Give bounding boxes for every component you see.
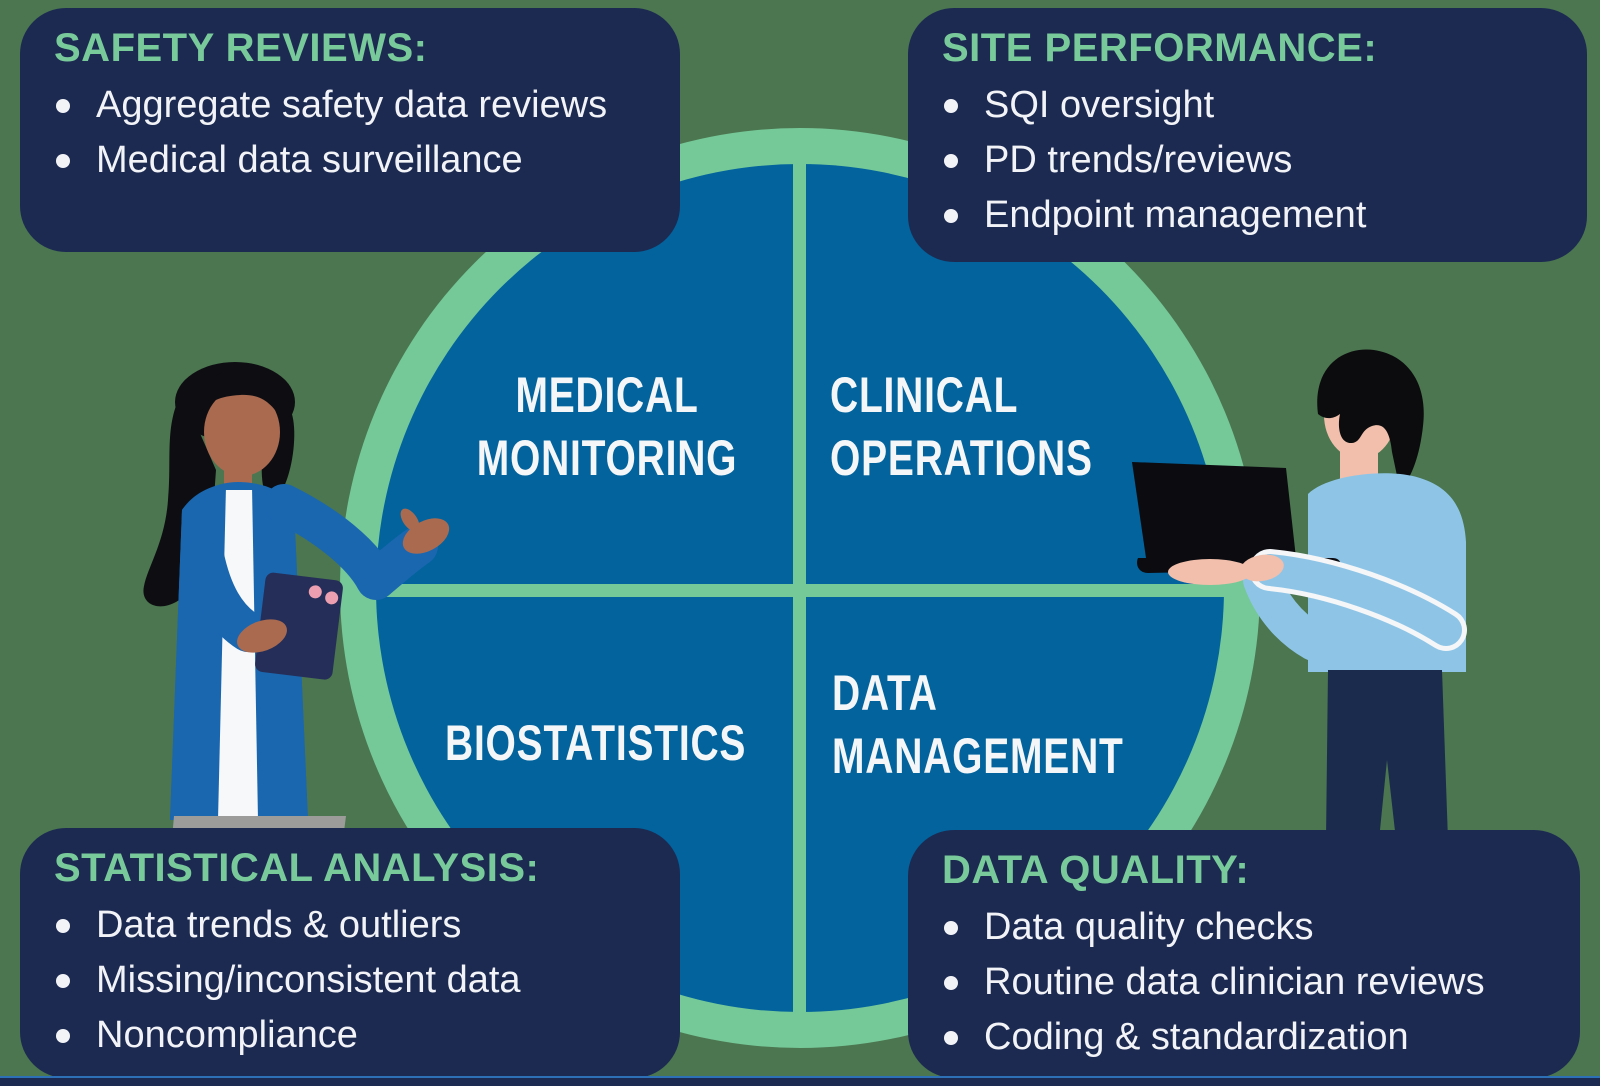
quadrant-label-line: MANAGEMENT [832, 728, 1124, 784]
quadrant-label-line: DATA [832, 665, 938, 721]
woman-arm [184, 536, 268, 652]
list-item: Aggregate safety data reviews [40, 78, 656, 133]
callout-list: Aggregate safety data reviews Medical da… [40, 78, 656, 188]
man-hand-under-laptop [1168, 559, 1252, 585]
callout-title: STATISTICAL ANALYSIS: [54, 846, 540, 890]
woman-hand-clipboard [237, 619, 287, 653]
bullet-dot [944, 1031, 958, 1045]
man-pants [1326, 670, 1448, 840]
callout-safety-reviews: SAFETY REVIEWS: Aggregate safety data re… [20, 8, 680, 252]
list-item-text: PD trends/reviews [984, 139, 1293, 181]
bullet-dot [944, 921, 958, 935]
clipboard-dot [325, 591, 339, 605]
list-item-text: Endpoint management [984, 194, 1367, 236]
woman-face [204, 388, 280, 476]
bullet-dot [944, 976, 958, 990]
bullet-dot [944, 209, 958, 223]
quadrant-label-line: MEDICAL [515, 367, 699, 423]
callout-title: DATA QUALITY: [942, 848, 1250, 892]
callout-title: SITE PERFORMANCE: [942, 26, 1378, 70]
list-item-text: SQI oversight [984, 84, 1215, 126]
woman-hair-fringe [200, 367, 283, 420]
list-item-text: Data quality checks [984, 906, 1314, 948]
man-arm-cross [1254, 554, 1462, 646]
list-item: SQI oversight [928, 78, 1563, 133]
quadrant-label-line: OPERATIONS [830, 430, 1093, 486]
list-item: Missing/inconsistent data [40, 953, 656, 1008]
list-item: Data trends & outliers [40, 898, 656, 953]
bullet-dot [944, 154, 958, 168]
ground-bar [0, 1076, 1600, 1086]
clipboard-dot [308, 585, 322, 599]
quadrant-label-medical-monitoring: MEDICAL MONITORING [477, 364, 941, 490]
list-item: PD trends/reviews [928, 133, 1563, 188]
list-item-text: Missing/inconsistent data [96, 959, 521, 1001]
quadrant-label-data-management: DATA MANAGEMENT [832, 662, 1206, 788]
man-hand-on-laptop [1240, 554, 1284, 582]
list-item-text: Coding & standardization [984, 1016, 1409, 1058]
callout-list: Data trends & outliers Missing/inconsist… [40, 898, 656, 1063]
quadrant-divider-horizontal [356, 584, 1244, 597]
list-item: Noncompliance [40, 1008, 656, 1063]
list-item: Coding & standardization [928, 1010, 1556, 1065]
quadrant-label-line: BIOSTATISTICS [445, 715, 747, 771]
callout-data-quality: DATA QUALITY: Data quality checks Routin… [908, 830, 1580, 1078]
woman-hand-open [400, 508, 450, 554]
list-item-text: Noncompliance [96, 1014, 358, 1056]
man-with-laptop-illustration [1132, 349, 1467, 840]
bullet-dot [56, 154, 70, 168]
bullet-dot [56, 1029, 70, 1043]
laptop-screen [1132, 462, 1296, 558]
list-item: Medical data surveillance [40, 133, 656, 188]
list-item: Routine data clinician reviews [928, 955, 1556, 1010]
bullet-dot [56, 919, 70, 933]
callout-list: SQI oversight PD trends/reviews Endpoint… [928, 78, 1563, 243]
quadrant-label-line: MONITORING [476, 430, 738, 486]
quadrant-label-clinical-operations: CLINICAL OPERATIONS [830, 364, 1167, 490]
list-item: Data quality checks [928, 900, 1556, 955]
list-item-text: Aggregate safety data reviews [96, 84, 608, 126]
callout-statistical-analysis: STATISTICAL ANALYSIS: Data trends & outl… [20, 828, 680, 1078]
callout-title: SAFETY REVIEWS: [54, 26, 428, 70]
list-item: Endpoint management [928, 188, 1563, 243]
list-item-text: Data trends & outliers [96, 904, 462, 946]
woman-arm-extended [264, 484, 438, 600]
quadrant-label-line: CLINICAL [830, 367, 1019, 423]
woman-clipboard [255, 572, 343, 680]
callout-list: Data quality checks Routine data clinici… [928, 900, 1556, 1065]
list-item-text: Medical data surveillance [96, 139, 523, 181]
callout-site-performance: SITE PERFORMANCE: SQI oversight PD trend… [908, 8, 1587, 262]
bullet-dot [56, 974, 70, 988]
list-item-text: Routine data clinician reviews [984, 961, 1485, 1003]
quadrant-label-biostatistics: BIOSTATISTICS [445, 712, 831, 775]
bullet-dot [944, 99, 958, 113]
man-hair [1317, 349, 1424, 490]
bullet-dot [56, 99, 70, 113]
